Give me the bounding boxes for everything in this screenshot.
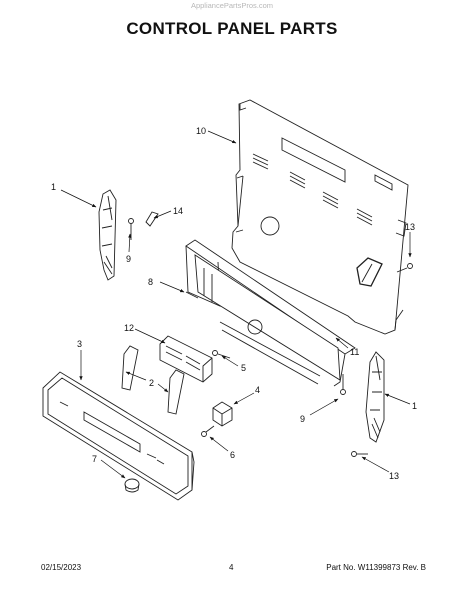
end-cap-left (98, 189, 117, 281)
callout-5: 5 (241, 363, 246, 373)
callout-labels: 1 10 14 9 13 8 11 12 3 5 2 4 9 1 6 7 13 (51, 126, 417, 481)
callout-12: 12 (124, 323, 134, 333)
callout-6: 6 (230, 450, 235, 460)
switch-module (212, 401, 233, 427)
screw-5 (212, 350, 231, 359)
callout-1-left: 1 (51, 182, 56, 192)
console-bracket-lower (167, 369, 185, 415)
callout-9-top: 9 (126, 254, 131, 264)
electronic-control (159, 335, 213, 383)
callout-7: 7 (92, 454, 97, 464)
watermark: AppliancePartsPros.com (190, 1, 274, 10)
callout-2: 2 (149, 378, 154, 388)
callout-1-right: 1 (412, 401, 417, 411)
callout-14: 14 (173, 206, 183, 216)
footer-page-number: 4 (229, 563, 234, 572)
callout-9-bottom: 9 (300, 414, 305, 424)
footer-date: 02/15/2023 (41, 563, 82, 572)
knob (124, 478, 140, 493)
leader-lines (60, 130, 412, 479)
callout-13-top: 13 (405, 222, 415, 232)
footer-part-number: Part No. W11399873 Rev. B (326, 563, 426, 572)
screw-6 (201, 425, 215, 437)
control-bracket (185, 239, 356, 387)
callout-10: 10 (196, 126, 206, 136)
control-console (42, 371, 195, 501)
callout-4: 4 (255, 385, 260, 395)
screw-13-top (396, 263, 413, 273)
screw-9-bottom (340, 374, 346, 395)
console-bracket-upper (121, 345, 139, 391)
screw-9-top (128, 218, 134, 240)
rear-panel-shield (231, 99, 409, 335)
page-title: CONTROL PANEL PARTS (126, 19, 338, 38)
screw-14 (145, 211, 159, 227)
end-cap-right (365, 351, 385, 443)
callout-13-bottom: 13 (389, 471, 399, 481)
callout-11: 11 (350, 347, 359, 357)
callout-3: 3 (77, 339, 82, 349)
screw-13-bottom (351, 451, 368, 457)
callout-8: 8 (148, 277, 153, 287)
